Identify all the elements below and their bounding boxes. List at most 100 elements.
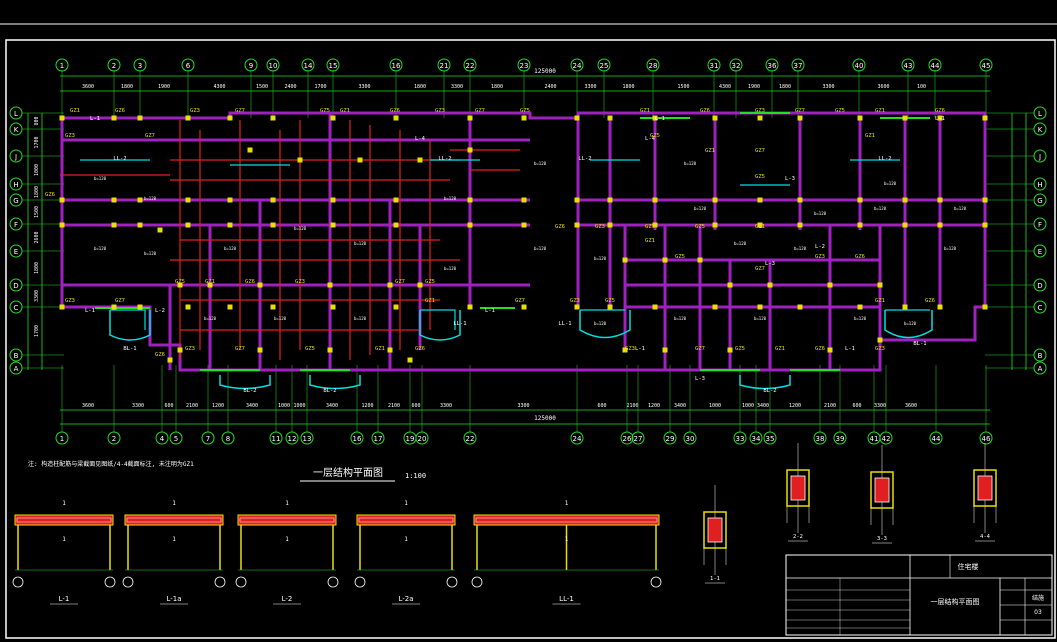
right-row-label: D <box>1037 282 1042 290</box>
column <box>521 222 527 228</box>
left-dim-text: 3300 <box>34 290 40 302</box>
column <box>330 222 336 228</box>
column-label: GZ3 <box>435 108 445 114</box>
column <box>877 282 883 288</box>
beam-section-mark: 1 <box>172 500 176 507</box>
right-row-label: A <box>1038 365 1043 373</box>
column <box>622 257 628 263</box>
right-row-label: E <box>1038 248 1042 256</box>
column-label: GZ1 <box>425 298 435 304</box>
bottom-grid-label: 7 <box>206 435 210 443</box>
beam-label: BL-2 <box>763 388 776 394</box>
beam-section-mark: 1 <box>172 536 176 543</box>
beam-label: LL-2 <box>113 156 126 162</box>
beam-label: L-1 <box>85 308 95 314</box>
bottom-grid-label: 17 <box>374 435 383 443</box>
dimension-tag: b=120 <box>884 181 897 186</box>
bottom-grid-label: 44 <box>932 435 941 443</box>
column-label: GZ3 <box>65 133 75 139</box>
column <box>257 282 263 288</box>
beam-section-rebar <box>126 517 222 523</box>
column <box>827 347 833 353</box>
top-dim-text: 1900 <box>158 84 170 90</box>
column <box>767 282 773 288</box>
column <box>727 347 733 353</box>
top-dim-text: 2400 <box>284 84 296 90</box>
title-block: 住宅楼 一层结构平面图 结施 03 <box>785 554 1053 636</box>
title-block-sheet-no: 03 <box>1034 609 1042 616</box>
bottom-dim-text: 600 <box>164 403 173 409</box>
column <box>393 222 399 228</box>
column <box>857 222 863 228</box>
beam-section-mark: 1 <box>404 536 408 543</box>
top-dim-text: 1700 <box>314 84 326 90</box>
bottom-grid-bubble <box>107 431 121 445</box>
top-grid-label: 15 <box>329 62 338 70</box>
left-dim-text: 800 <box>34 116 40 125</box>
column <box>387 347 393 353</box>
dimension-tag: b=120 <box>734 241 747 246</box>
bottom-dim-text: 1200 <box>212 403 224 409</box>
column <box>59 222 65 228</box>
top-grid-label: 6 <box>186 62 191 70</box>
column-section-core <box>977 475 993 501</box>
bottom-grid-label: 13 <box>303 435 312 443</box>
column <box>902 197 908 203</box>
column <box>902 115 908 121</box>
column-label: GZ6 <box>700 108 710 114</box>
column-label: GZ3 <box>65 298 75 304</box>
column <box>652 222 658 228</box>
bottom-grid-label: 41 <box>870 435 879 443</box>
top-dim-text: 1800 <box>121 84 133 90</box>
bottom-dim-text: 1000 <box>293 403 305 409</box>
column <box>937 222 943 228</box>
left-dim-text: 1800 <box>34 262 40 274</box>
structural-columns <box>59 115 988 363</box>
bottom-grid-bubble <box>879 431 893 445</box>
column <box>607 197 613 203</box>
dimension-tag: b=120 <box>684 161 697 166</box>
bottom-grid-bubble <box>979 431 993 445</box>
column <box>937 304 943 310</box>
top-grid-bubble <box>326 58 340 72</box>
top-grid-bubble <box>901 58 915 72</box>
column-label: GZ7 <box>515 298 525 304</box>
column <box>757 222 763 228</box>
top-grid-label: 3 <box>138 62 142 70</box>
dimension-tag: b=120 <box>144 251 157 256</box>
column-label: GZ3 <box>185 346 195 352</box>
bottom-dim-text: 3600 <box>905 403 917 409</box>
plan-openings <box>80 159 930 330</box>
bottom-grid-bubble <box>285 431 299 445</box>
dimension-tag: b=120 <box>294 226 307 231</box>
beam-label: BL-1 <box>123 346 136 352</box>
column <box>521 197 527 203</box>
bottom-grid-label: 30 <box>686 435 695 443</box>
bottom-dim-text: 1200 <box>648 403 660 409</box>
column <box>662 257 668 263</box>
bottom-dim-text: 3400 <box>757 403 769 409</box>
left-row-label: C <box>14 304 19 312</box>
top-dim-text: 3300 <box>451 84 463 90</box>
bottom-grid-bubble <box>463 431 477 445</box>
column-label: GZ5 <box>520 108 530 114</box>
plan-windows <box>95 112 930 371</box>
dimension-tag: b=120 <box>94 246 107 251</box>
column-section: 1-1 <box>703 485 727 584</box>
column-label: GZ1 <box>755 224 765 230</box>
column <box>407 357 413 363</box>
column <box>393 115 399 121</box>
top-grid-bubble <box>266 58 280 72</box>
beam-section-rebar <box>16 517 112 523</box>
left-dim-text: 1500 <box>34 206 40 218</box>
column <box>387 282 393 288</box>
top-grid-label: 14 <box>304 62 313 70</box>
column <box>270 304 276 310</box>
left-row-bubble <box>9 106 23 120</box>
top-dim-text: 3300 <box>358 84 370 90</box>
bottom-dim-text: 3300 <box>874 403 886 409</box>
column-label: GZ6 <box>45 192 55 198</box>
left-dim-text: 1700 <box>34 136 40 148</box>
